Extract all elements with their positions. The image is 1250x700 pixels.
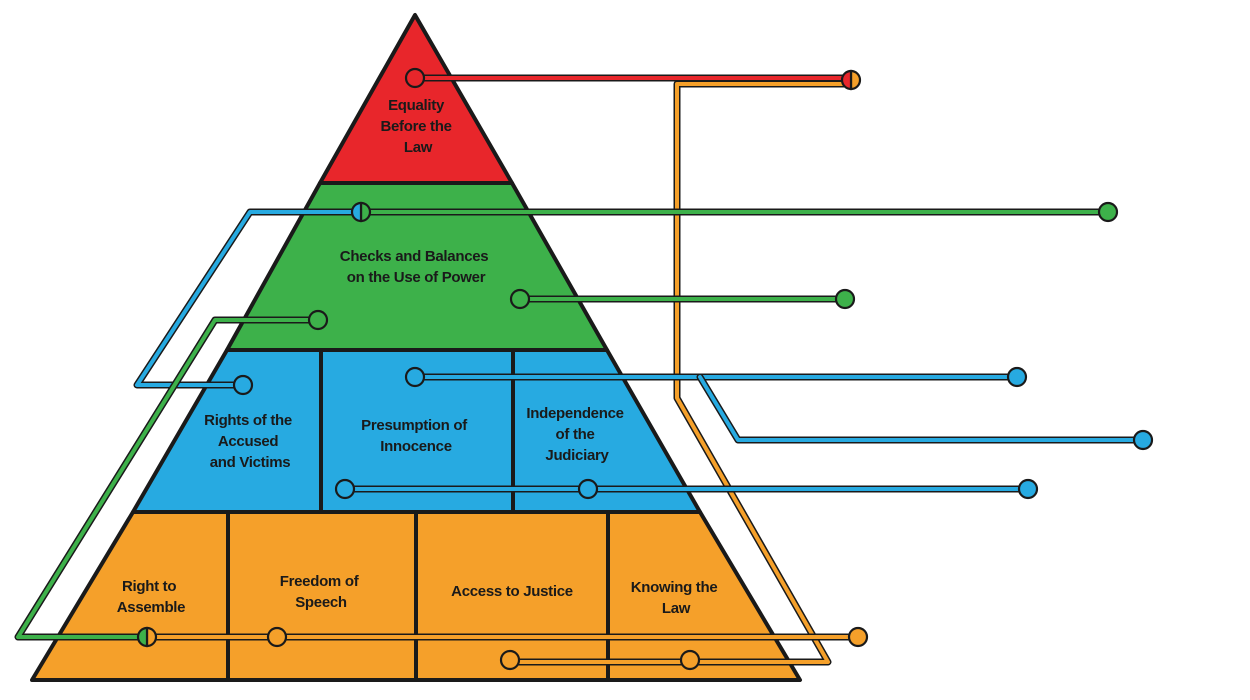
node-rights-bottom-left bbox=[334, 478, 356, 500]
node-speech bbox=[266, 626, 288, 648]
nodes bbox=[136, 67, 1154, 671]
label-speech: Freedom of Speech bbox=[280, 573, 363, 611]
node-blue-presumption-end bbox=[1006, 366, 1028, 388]
node-right-end-red-orange bbox=[840, 69, 862, 91]
labels: Equality Before the Law Checks and Balan… bbox=[117, 97, 722, 617]
label-presumption: Presumption of Innocence bbox=[361, 417, 471, 455]
label-rights-accused: Rights of the Accused and Victims bbox=[204, 412, 296, 471]
node-equality bbox=[404, 67, 426, 89]
node-access-left bbox=[499, 649, 521, 671]
node-checks-left bbox=[307, 309, 329, 331]
node-presumption bbox=[404, 366, 426, 388]
label-equality: Equality Before the Law bbox=[380, 97, 455, 156]
node-green-mid-end bbox=[834, 288, 856, 310]
label-assemble: Right to Assemble bbox=[117, 578, 185, 616]
label-knowing: Knowing the Law bbox=[631, 579, 722, 617]
node-orange-foundation-end bbox=[847, 626, 869, 648]
node-access-right bbox=[679, 649, 701, 671]
label-access: Access to Justice bbox=[451, 583, 573, 600]
connectors bbox=[14, 74, 1147, 666]
connector-blue-branch bbox=[696, 373, 1147, 444]
node-checks-top-split bbox=[350, 201, 372, 223]
node-assemble-split bbox=[136, 626, 158, 648]
node-green-top-end bbox=[1097, 201, 1119, 223]
node-rights-accused bbox=[232, 374, 254, 396]
node-blue-branch-end bbox=[1132, 429, 1154, 451]
tier-checks bbox=[225, 181, 609, 352]
label-independence: Independence of the Judiciary bbox=[526, 405, 627, 464]
node-blue-bottom-end bbox=[1017, 478, 1039, 500]
node-checks-mid bbox=[509, 288, 531, 310]
label-checks: Checks and Balances on the Use of Power bbox=[340, 248, 492, 286]
node-independence bbox=[577, 478, 599, 500]
